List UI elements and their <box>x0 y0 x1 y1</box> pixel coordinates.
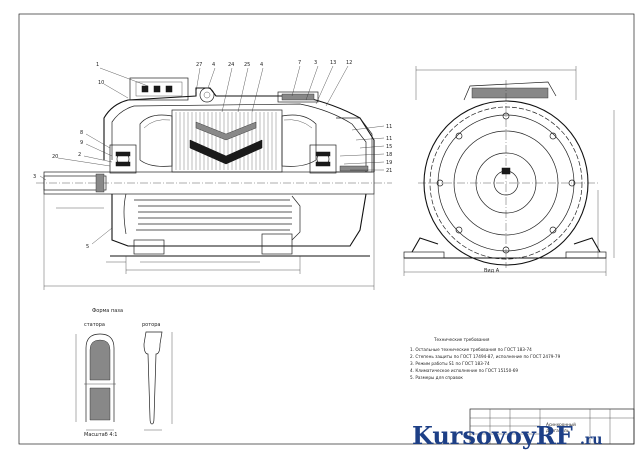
bearing-left <box>109 144 137 174</box>
stator-core <box>171 109 283 173</box>
callout-label: 9 <box>80 140 83 146</box>
callout-label: 15 <box>386 144 392 150</box>
svg-text:.ru: .ru <box>580 432 602 448</box>
detail-title: Форма паза <box>92 308 123 314</box>
callout-label: 3 <box>33 174 36 180</box>
detail-rotor-label: ротора <box>142 322 160 328</box>
winding-end-right <box>281 114 317 167</box>
callout-label: 24 <box>228 62 234 68</box>
callout-label: 3 <box>314 60 317 66</box>
callout-label: 19 <box>386 160 392 166</box>
notes-title: Технические требования <box>433 337 490 342</box>
note-line: 4. Климатическое исполнение по ГОСТ 1515… <box>410 368 518 373</box>
rotor-slot <box>143 331 163 425</box>
callout-label: 1 <box>96 62 99 68</box>
callout-label: 4 <box>212 62 215 68</box>
title-name-line1: Асинхронный <box>546 422 576 427</box>
section-view: 1 10 27 4 24 25 4 7 3 13 12 8 9 20 3 2 5 <box>33 60 392 290</box>
callout-label: 18 <box>386 152 392 158</box>
stator-slot <box>85 333 115 422</box>
lower-body <box>110 193 370 257</box>
watermark-logo: KursovoyRF .ru <box>412 421 602 450</box>
callout-label: 25 <box>244 62 250 68</box>
callout-label: 21 <box>386 168 392 174</box>
title-block: Асинхронный двигатель <box>469 408 635 445</box>
callout-label: 10 <box>98 80 104 86</box>
callout-label: 20 <box>52 154 58 160</box>
callouts-left: 8 9 20 3 2 5 <box>33 130 113 250</box>
callout-label: 11 <box>386 124 392 130</box>
technical-notes: Технические требования 1. Остальные техн… <box>410 337 561 380</box>
scale-note: Масштаб 4:1 <box>84 432 117 438</box>
note-line: 1. Остальные технические требования по Г… <box>410 347 532 352</box>
callout-label: 13 <box>330 60 336 66</box>
callout-label: 27 <box>196 62 202 68</box>
title-name-line2: двигатель <box>546 428 570 433</box>
callout-label: 5 <box>86 244 89 250</box>
callouts-top: 1 10 27 4 24 25 4 7 3 13 12 <box>96 60 352 113</box>
callout-label: 8 <box>80 130 83 136</box>
callout-label: 4 <box>260 62 263 68</box>
callout-label: 7 <box>298 60 301 66</box>
view-label: Вид А <box>484 268 500 274</box>
note-line: 5. Размеры для справок <box>410 375 463 380</box>
end-view <box>403 66 615 276</box>
callout-label: 2 <box>78 152 81 158</box>
callout-label: 12 <box>346 60 352 66</box>
bearing-right <box>309 144 337 174</box>
winding-end-left <box>139 114 173 167</box>
svg-text:KursovoyRF: KursovoyRF <box>412 421 573 450</box>
end-view-outer <box>423 100 589 266</box>
note-line: 2. Степень защиты по ГОСТ 17494-87, испо… <box>410 354 561 359</box>
slot-detail: Форма паза статора ротора Масштаб 4:1 <box>75 308 173 438</box>
note-line: 3. Режим работы S1 по ГОСТ 183-74 <box>410 361 490 366</box>
callout-label: 11 <box>386 136 392 142</box>
terminal-box <box>129 77 215 103</box>
sheet-border <box>18 13 635 445</box>
callouts-right: 11 11 15 18 19 21 <box>339 124 392 174</box>
detail-stator-label: статора <box>84 322 105 328</box>
dimensions-main <box>43 194 375 290</box>
